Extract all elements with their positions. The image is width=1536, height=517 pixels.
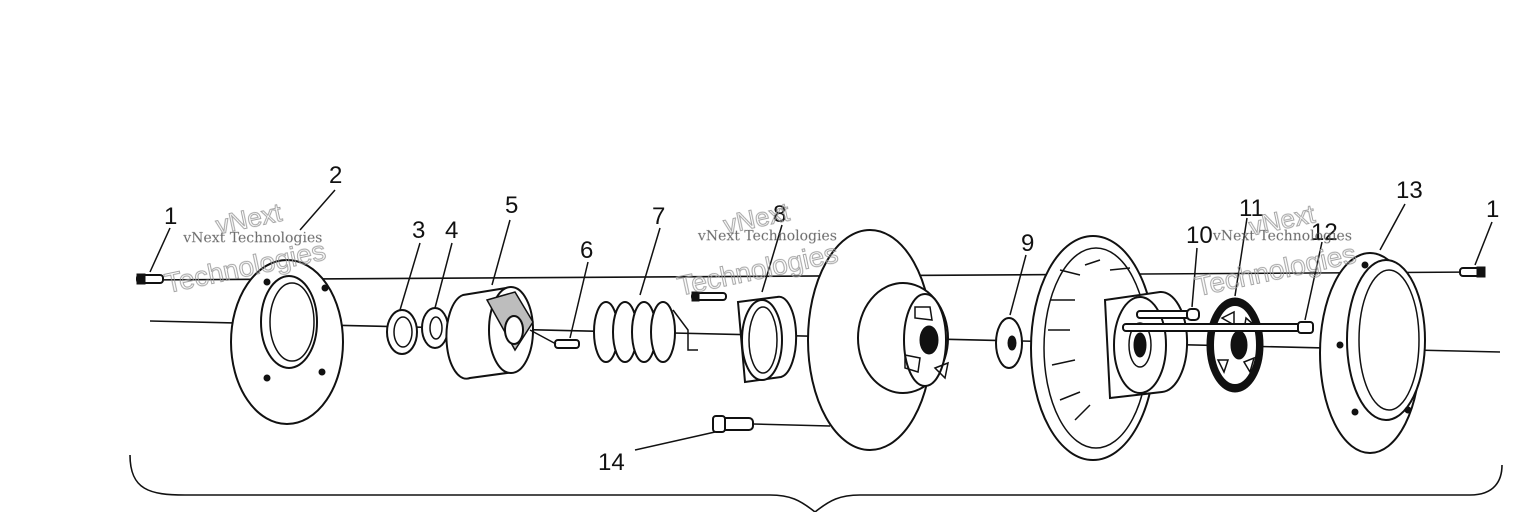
callout-1-right: 1 bbox=[1486, 196, 1499, 223]
leader-lines bbox=[149, 189, 1493, 451]
callout-6: 6 bbox=[580, 237, 593, 264]
part-12-screw bbox=[1122, 321, 1314, 334]
callout-7: 7 bbox=[652, 203, 665, 230]
part-11-spider bbox=[1206, 297, 1264, 393]
callout-4: 4 bbox=[445, 217, 458, 244]
svg-text:vNext Technologies: vNext Technologies bbox=[182, 230, 322, 246]
callout-10: 10 bbox=[1186, 222, 1213, 249]
callout-11: 11 bbox=[1239, 195, 1264, 222]
callout-12: 12 bbox=[1311, 219, 1338, 246]
callout-5: 5 bbox=[505, 192, 518, 219]
callout-14: 14 bbox=[598, 449, 625, 476]
part-1-left-bolt bbox=[136, 273, 164, 285]
callout-8: 8 bbox=[773, 201, 786, 228]
part-6-pin bbox=[529, 329, 580, 349]
part-7-spring bbox=[593, 301, 698, 363]
part-3-snap-ring bbox=[386, 309, 418, 355]
callout-2: 2 bbox=[329, 162, 342, 189]
callout-13: 13 bbox=[1396, 177, 1423, 204]
stationary-sheave bbox=[1030, 235, 1189, 461]
part-4-washer bbox=[421, 307, 449, 349]
moveable-sheave bbox=[807, 229, 950, 451]
part-5-cam-hub bbox=[445, 286, 534, 380]
part-1-right-bolt bbox=[1459, 266, 1486, 278]
svg-text:vNext Technologies: vNext Technologies bbox=[1212, 228, 1352, 244]
grouping-bracket bbox=[129, 454, 1503, 514]
callout-labels: 1 2 3 4 5 6 7 8 9 10 11 12 13 1 14 bbox=[164, 162, 1499, 476]
callout-3: 3 bbox=[412, 217, 425, 244]
part-13-right-cover bbox=[1319, 252, 1426, 454]
watermark-group: vNext Technologies vNext Technologies vN… bbox=[161, 196, 1359, 303]
part-2-cover-plate bbox=[230, 259, 344, 425]
svg-text:vNext Technologies: vNext Technologies bbox=[697, 228, 837, 244]
callout-9: 9 bbox=[1021, 230, 1034, 257]
part-14-pin bbox=[712, 415, 831, 433]
part-10-pin bbox=[1136, 308, 1200, 321]
part-8-bushing bbox=[691, 291, 798, 384]
part-9-washer bbox=[995, 317, 1023, 369]
callout-1-left: 1 bbox=[164, 203, 177, 230]
